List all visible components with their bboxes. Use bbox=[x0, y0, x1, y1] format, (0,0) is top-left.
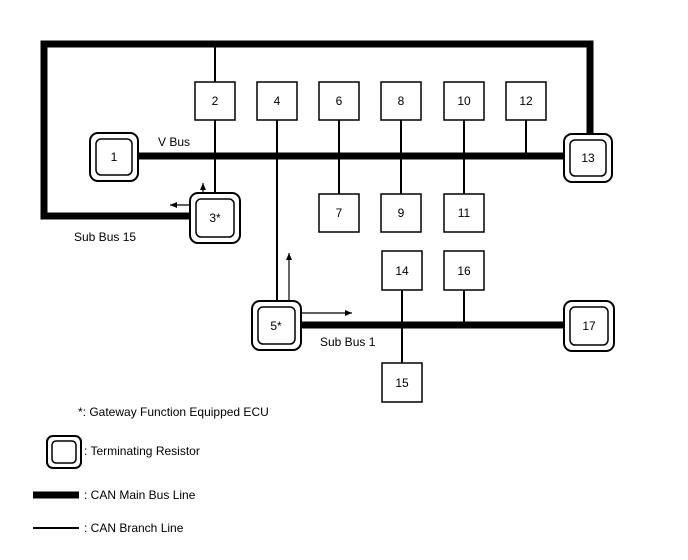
node-15-label: 15 bbox=[395, 376, 409, 390]
node-4-label: 4 bbox=[274, 94, 281, 108]
node-14: 14 bbox=[381, 250, 423, 291]
node-13-label: 13 bbox=[581, 151, 595, 165]
v-bus-label: V Bus bbox=[158, 135, 190, 149]
node-8: 8 bbox=[380, 81, 422, 121]
node-2-label: 2 bbox=[212, 94, 219, 108]
node-15: 15 bbox=[381, 362, 423, 403]
node-7: 7 bbox=[318, 193, 360, 233]
node-5-label: 5* bbox=[270, 319, 282, 333]
sub-bus-1-label: Sub Bus 1 bbox=[320, 335, 376, 349]
node-12-label: 12 bbox=[519, 94, 533, 108]
node-6-label: 6 bbox=[336, 94, 343, 108]
node-17: 17 bbox=[563, 300, 615, 352]
node-16-label: 16 bbox=[457, 264, 471, 278]
legend-terminating-resistor-icon bbox=[46, 435, 82, 469]
node-11: 11 bbox=[443, 193, 485, 233]
node-3-gateway: 3* bbox=[189, 192, 241, 244]
node-12: 12 bbox=[505, 81, 547, 121]
node-9: 9 bbox=[380, 193, 422, 233]
legend-gateway-note: *: Gateway Function Equipped ECU bbox=[78, 405, 269, 419]
node-10: 10 bbox=[443, 81, 485, 121]
node-16: 16 bbox=[443, 250, 485, 291]
node-5-gateway: 5* bbox=[251, 300, 302, 351]
node-13: 13 bbox=[563, 133, 613, 183]
node-1-label: 1 bbox=[111, 150, 118, 164]
node-4: 4 bbox=[256, 81, 298, 121]
sub-bus-15-label: Sub Bus 15 bbox=[74, 230, 136, 244]
legend: *: Gateway Function Equipped ECU : Termi… bbox=[33, 405, 269, 535]
node-10-label: 10 bbox=[457, 94, 471, 108]
node-9-label: 9 bbox=[398, 206, 405, 220]
sub-bus-15-line bbox=[40, 40, 594, 220]
main-bus-lines bbox=[40, 40, 594, 329]
legend-terminating-resistor: : Terminating Resistor bbox=[84, 444, 200, 458]
node-1: 1 bbox=[89, 132, 139, 182]
node-3-label: 3* bbox=[209, 211, 221, 225]
node-7-label: 7 bbox=[336, 206, 343, 220]
node-11-label: 11 bbox=[458, 206, 471, 220]
legend-main-bus-line: : CAN Main Bus Line bbox=[84, 488, 196, 502]
node-2: 2 bbox=[194, 81, 236, 121]
node-8-label: 8 bbox=[398, 94, 405, 108]
branch-lines bbox=[214, 44, 527, 363]
node-6: 6 bbox=[318, 81, 360, 121]
node-14-label: 14 bbox=[395, 264, 409, 278]
node-17-label: 17 bbox=[582, 319, 596, 333]
legend-branch-line: : CAN Branch Line bbox=[84, 521, 184, 535]
